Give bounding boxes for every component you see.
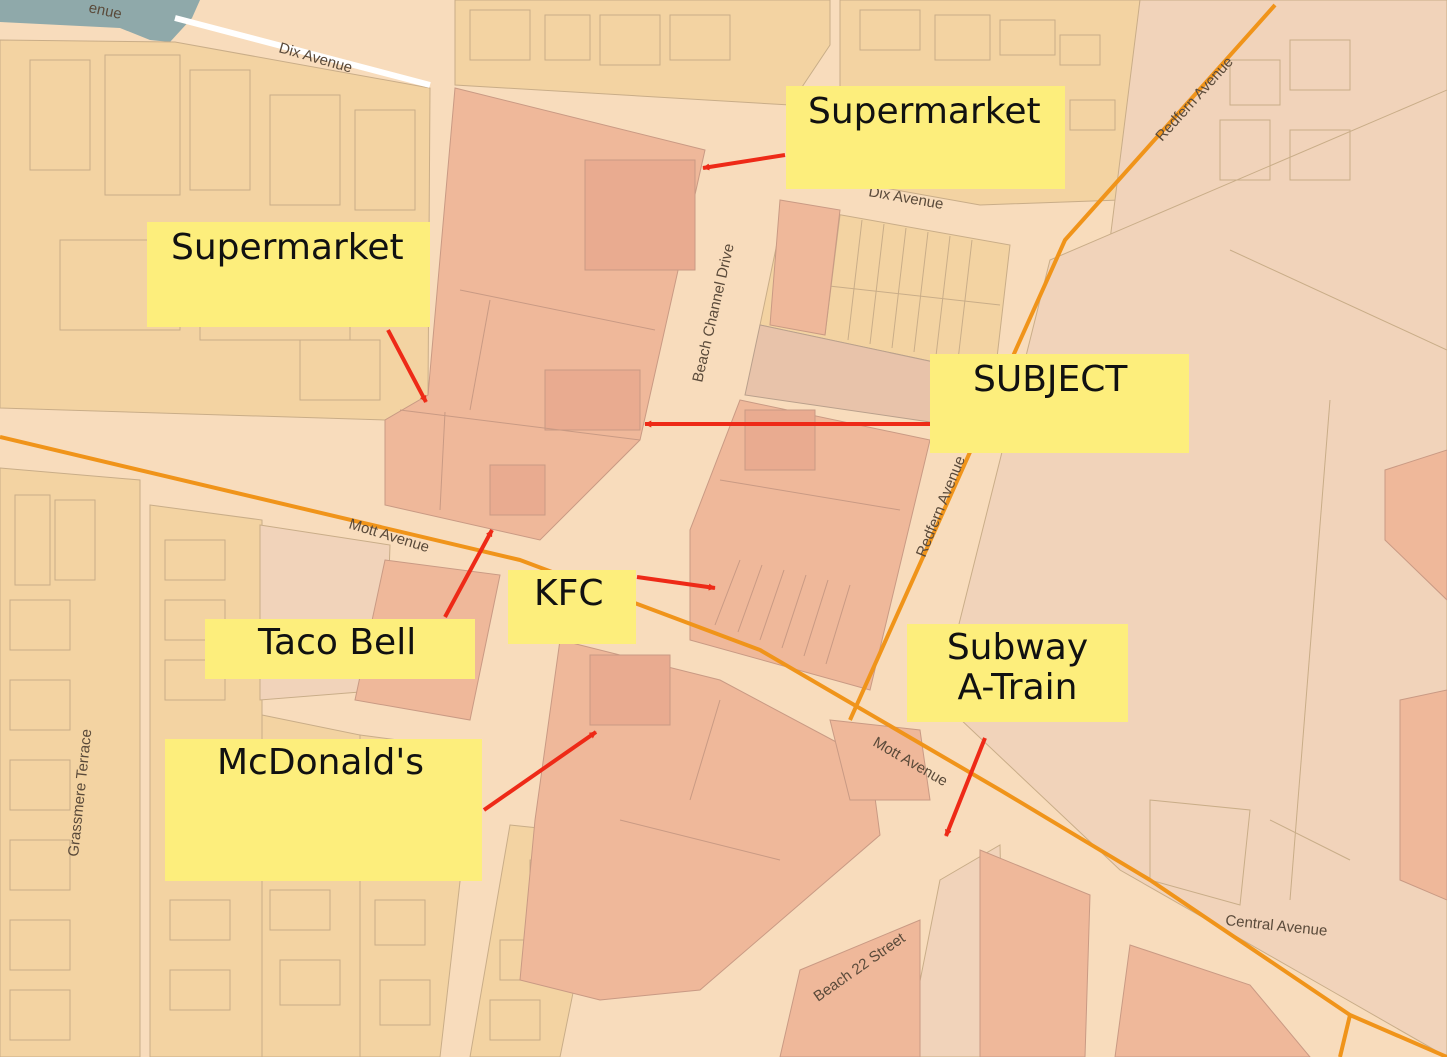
commercial-outlines [399, 289, 901, 861]
callout-subject-text: SUBJECT [973, 359, 1128, 400]
house-outlines [9, 9, 1116, 1041]
arrow-supermarket-west [386, 329, 428, 403]
arrow-mcdonalds [482, 730, 598, 812]
callout-taco-bell-text: Taco Bell [258, 622, 417, 663]
dix-avenue-west-stripe [174, 15, 431, 88]
water-area [0, 0, 200, 42]
arrow-kfc [636, 575, 716, 591]
commercial-buildings [489, 159, 816, 726]
parcel-outlines [1219, 39, 1447, 901]
callout-supermarket-east-text: Supermarket [808, 91, 1041, 132]
arrow-supermarket-east [702, 153, 786, 171]
callout-arrows [386, 153, 987, 837]
callout-subject: SUBJECT [930, 354, 1189, 453]
street-label-fragment: enue [87, 0, 123, 23]
callout-kfc: KFC [508, 570, 636, 644]
callout-supermarket-east: Supermarket [786, 86, 1065, 189]
major-roads [0, 3, 1447, 1057]
callout-supermarket-west: Supermarket [147, 222, 430, 327]
arrow-subway [944, 737, 987, 837]
callout-subway-line1: Subway [946, 627, 1089, 668]
arrow-taco-bell [443, 529, 494, 618]
callout-mcdonalds: McDonald's [165, 739, 482, 881]
callout-supermarket-west-text: Supermarket [171, 227, 404, 268]
callout-kfc-text: KFC [534, 573, 604, 614]
south-spur [1338, 1014, 1352, 1057]
callout-subway-line2: A-Train [957, 667, 1078, 709]
redfern-road [848, 3, 1277, 721]
callout-taco-bell: Taco Bell [205, 619, 475, 679]
callout-mcdonalds-text: McDonald's [217, 742, 424, 783]
callout-subway: Subway A-Train [907, 624, 1128, 722]
